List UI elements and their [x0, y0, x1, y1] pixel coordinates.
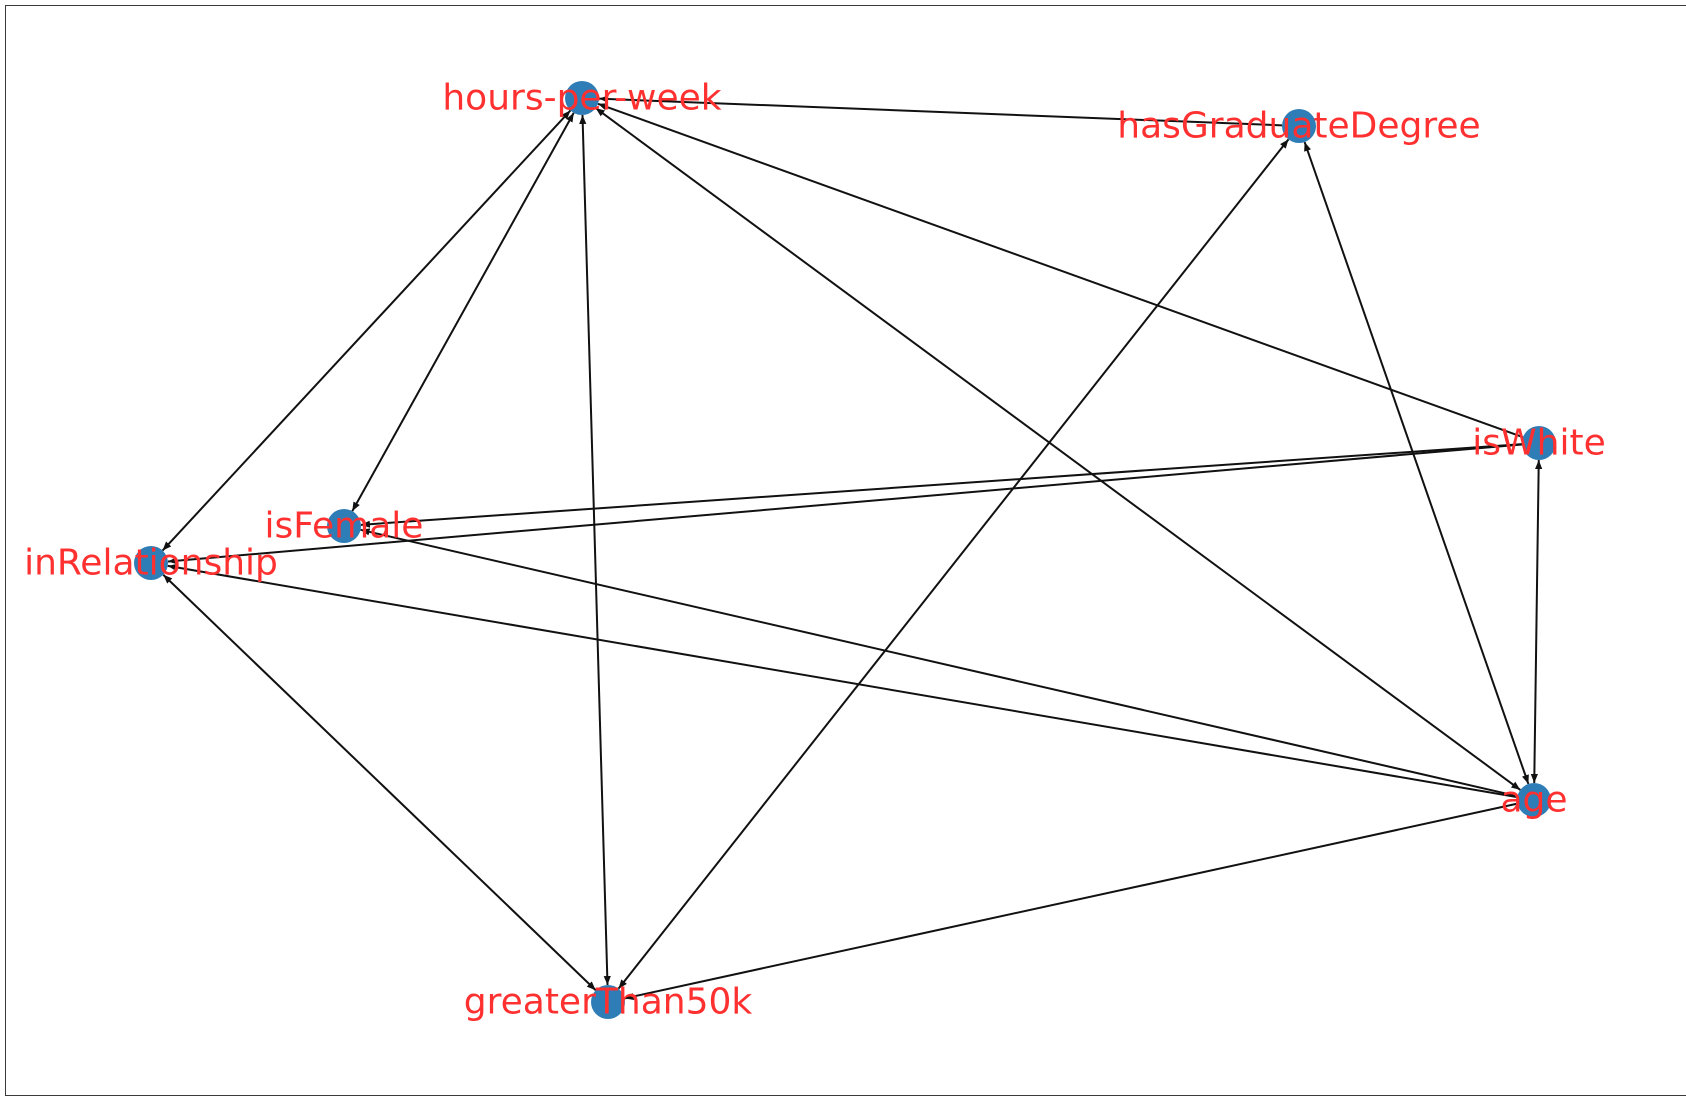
edge-age-to-isFemale: [360, 528, 1518, 798]
node-label-hours-per-week: hours-per-week: [442, 78, 721, 119]
edge-hours-per-week-to-isFemale: [351, 112, 575, 512]
edge-age-to-hours-per-week: [595, 107, 1521, 791]
node-label-age: age: [1500, 780, 1567, 821]
edge-age-to-greaterThan50k: [624, 802, 1518, 1000]
labels-layer: hours-per-week hasGraduateDegree isWhite is…: [24, 78, 1606, 1023]
edge-isWhite-to-inRelationship: [167, 443, 1523, 565]
edge-age-to-inRelationship: [167, 563, 1518, 799]
nodes-layer: [134, 81, 1556, 1019]
edge-isWhite-to-age: [1530, 459, 1543, 784]
node-isFemale: [327, 509, 361, 543]
edge-greaterThan50k-to-hasGraduateDegree: [617, 138, 1290, 990]
edge-isWhite-to-hours-per-week: [597, 102, 1524, 439]
node-label-hasGraduateDegree: hasGraduateDegree: [1117, 106, 1480, 147]
node-hasGraduateDegree: [1282, 109, 1316, 143]
node-age: [1517, 783, 1551, 817]
edge-inRelationship-to-greaterThan50k: [162, 574, 597, 991]
edge-hours-per-week-to-greaterThan50k: [579, 114, 611, 986]
edges-layer: [161, 95, 1543, 1000]
node-label-greaterThan50k: greaterThan50k: [464, 982, 753, 1023]
edge-isWhite-to-isFemale: [360, 443, 1523, 528]
node-isWhite: [1522, 426, 1556, 460]
node-label-isWhite: isWhite: [1472, 423, 1605, 464]
node-greaterThan50k: [591, 985, 625, 1019]
node-label-inRelationship: inRelationship: [24, 543, 278, 584]
edge-age-to-hasGraduateDegree: [1303, 141, 1530, 785]
node-label-isFemale: isFemale: [265, 506, 424, 547]
node-inRelationship: [134, 546, 168, 580]
node-hours-per-week: [565, 81, 599, 115]
